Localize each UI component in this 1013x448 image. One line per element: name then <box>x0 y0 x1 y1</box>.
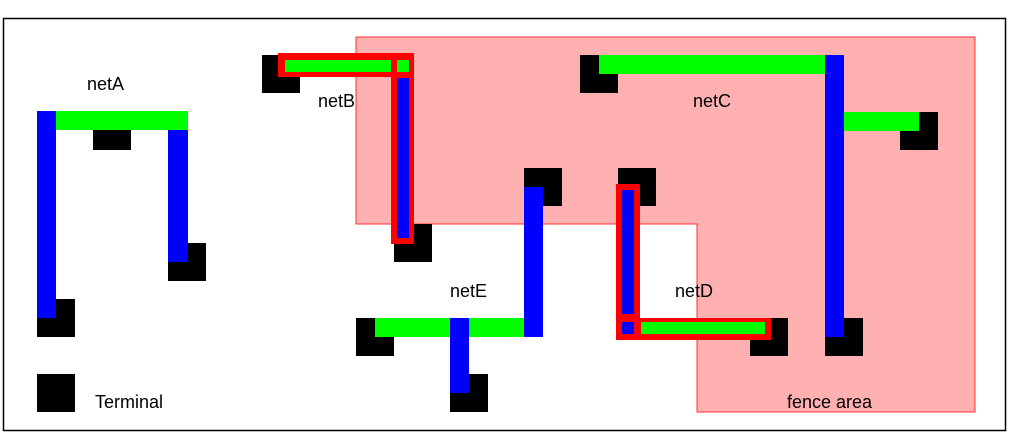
net-d-label: netD <box>675 281 713 301</box>
terminal-icon <box>93 130 131 150</box>
legend-terminal-label: Terminal <box>95 392 163 412</box>
net-c: netC <box>580 55 938 356</box>
horizontal-wire <box>641 322 765 334</box>
vertical-wire <box>37 111 56 318</box>
horizontal-wire <box>599 55 825 74</box>
vertical-wire <box>168 130 188 262</box>
via-wire <box>622 322 634 334</box>
vertical-wire <box>622 190 634 314</box>
vertical-wire <box>397 78 409 238</box>
net-e: netE <box>356 168 562 412</box>
vertical-wire <box>450 318 469 393</box>
net-c-label: netC <box>693 91 731 111</box>
net-e-label: netE <box>450 281 487 301</box>
legend: Terminal <box>37 374 163 412</box>
vertical-wire <box>825 55 844 337</box>
horizontal-wire <box>375 318 524 337</box>
net-b: netB <box>262 53 432 262</box>
horizontal-wire <box>56 111 188 130</box>
fence-area-label: fence area <box>787 392 873 412</box>
horizontal-wire <box>844 112 919 131</box>
net-d: netD <box>616 168 788 356</box>
vertical-wire <box>524 187 543 337</box>
net-a-label: netA <box>87 74 124 94</box>
terminal-icon <box>37 374 75 412</box>
net-a: netA <box>37 74 206 337</box>
net-b-label: netB <box>318 91 355 111</box>
fence-area <box>355 36 976 413</box>
horizontal-wire <box>285 60 391 72</box>
via-wire <box>397 60 409 72</box>
